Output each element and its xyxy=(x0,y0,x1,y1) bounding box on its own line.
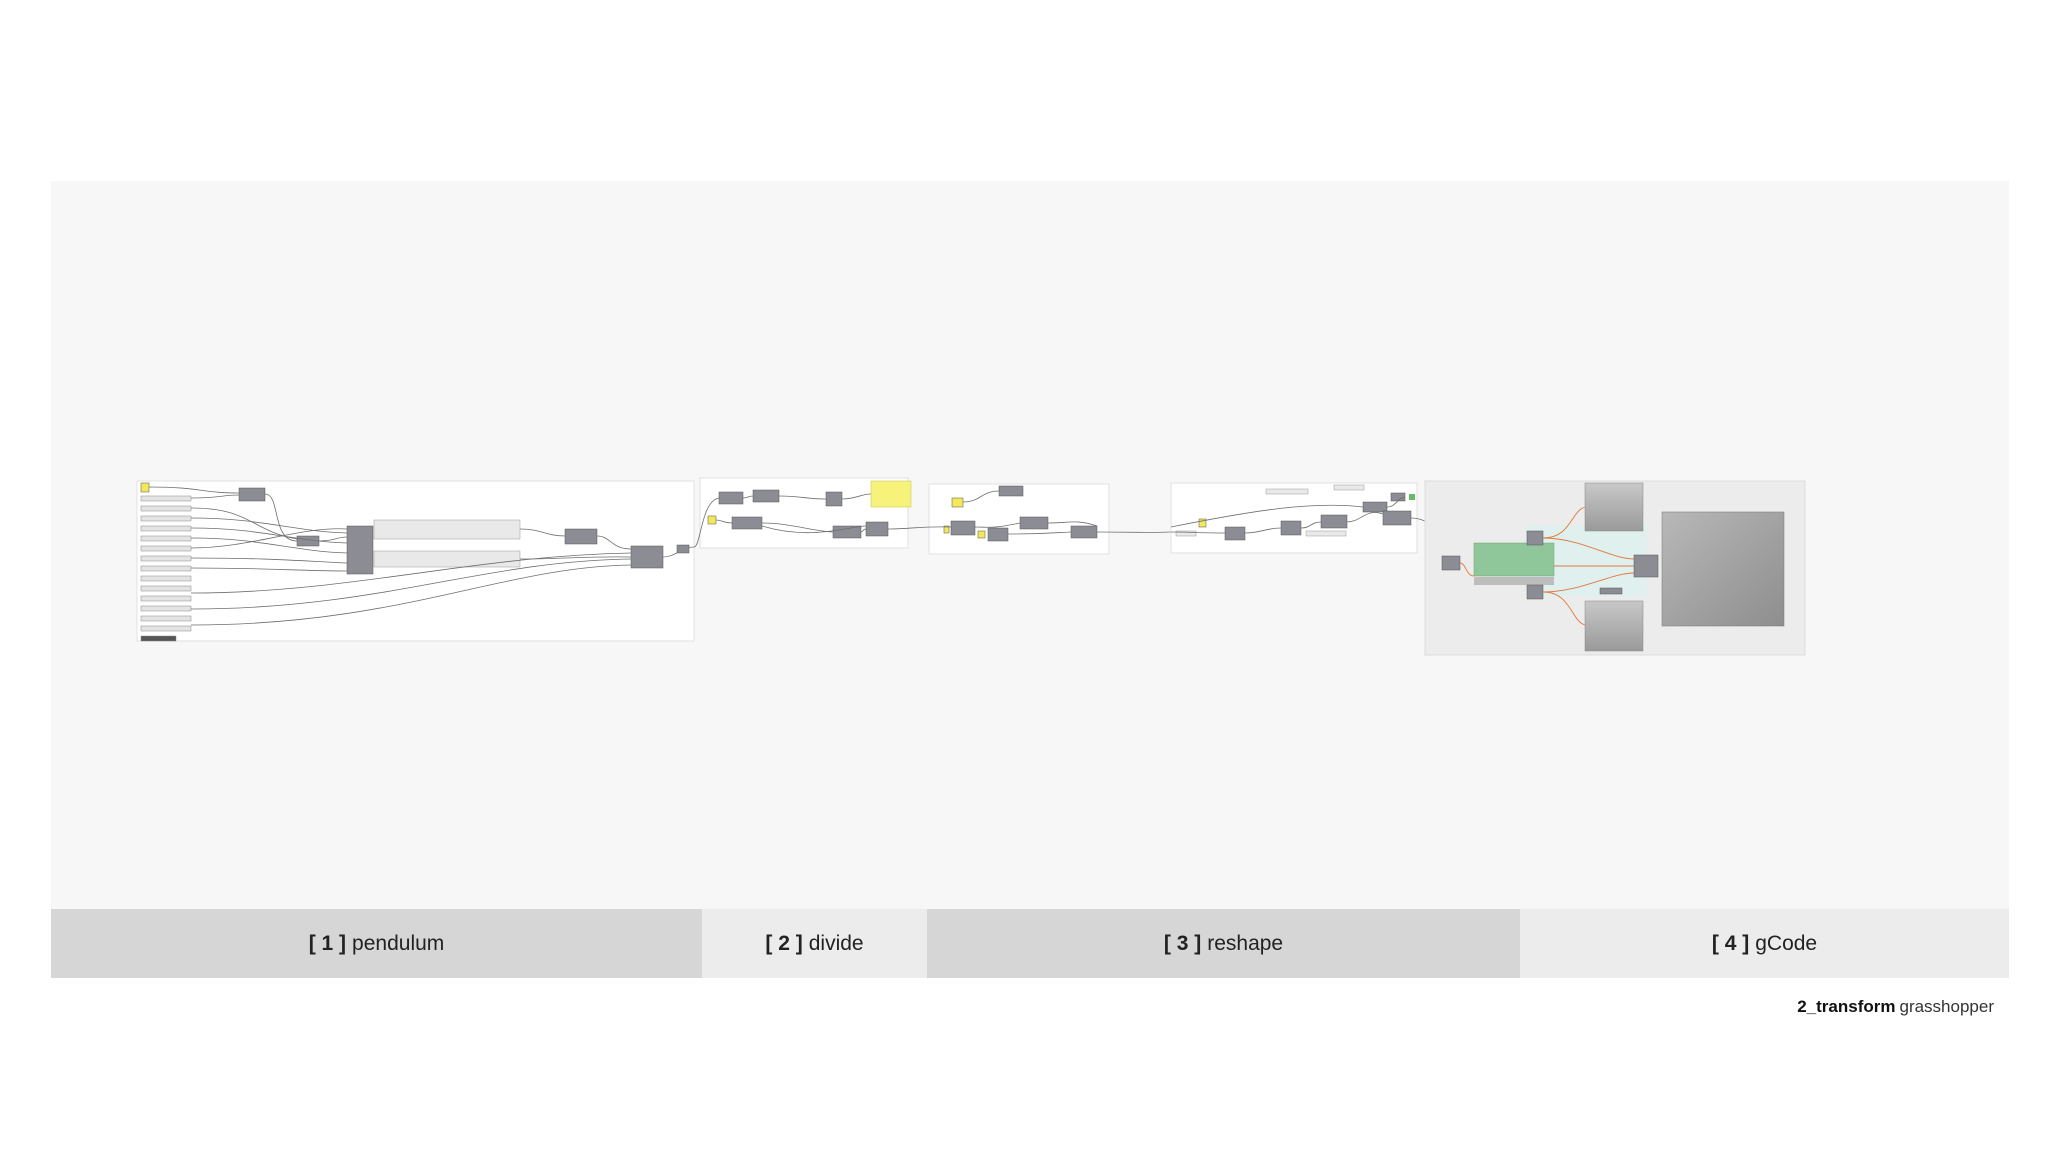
group-divide[interactable] xyxy=(676,477,912,554)
caption-title: 2_transform xyxy=(1797,997,1896,1016)
wires-reshape-a xyxy=(887,490,1172,535)
expression-panel[interactable] xyxy=(373,550,521,568)
group-pendulum[interactable] xyxy=(136,480,695,642)
gcode-preview-top[interactable] xyxy=(1584,482,1644,532)
wires-gcode xyxy=(1459,506,1635,626)
boolean-toggle[interactable] xyxy=(943,525,950,534)
section-gcode[interactable]: [ 4 ] gCode xyxy=(1520,909,2009,978)
gcode-preview-bottom[interactable] xyxy=(1584,600,1644,652)
group-reshape-a[interactable] xyxy=(887,483,1172,555)
boolean-toggle[interactable] xyxy=(707,515,717,525)
boolean-toggle[interactable] xyxy=(140,482,150,493)
section-reshape[interactable]: [ 3 ] reshape xyxy=(927,909,1520,978)
group-gcode[interactable] xyxy=(1424,480,1806,656)
components-divide[interactable] xyxy=(676,489,889,554)
gcode-green-panel[interactable] xyxy=(1473,542,1555,577)
gcode-preview-large[interactable] xyxy=(1661,511,1785,627)
section-index: [ 1 ] xyxy=(308,931,347,955)
definition-graph[interactable] xyxy=(51,181,2009,909)
section-label: divide xyxy=(808,931,864,955)
wires-pendulum xyxy=(148,486,695,626)
section-index: [ 3 ] xyxy=(1163,931,1202,955)
section-index: [ 4 ] xyxy=(1711,931,1750,955)
caption-subtitle: grasshopper xyxy=(1899,997,1994,1016)
components-pendulum[interactable] xyxy=(238,487,664,575)
section-label: gCode xyxy=(1755,931,1818,955)
boolean-toggle[interactable] xyxy=(1198,518,1207,528)
group-reshape-b[interactable] xyxy=(1170,482,1472,562)
slider-stack[interactable] xyxy=(140,495,192,642)
preview-swatch xyxy=(1409,494,1415,500)
components-reshape-b[interactable] xyxy=(1224,492,1412,541)
section-label: pendulum xyxy=(352,931,445,955)
section-index: [ 2 ] xyxy=(765,931,803,955)
section-bar: [ 1 ] pendulum [ 2 ] divide [ 3 ] reshap… xyxy=(51,909,2009,978)
section-divide[interactable]: [ 2 ] divide xyxy=(702,909,927,978)
section-pendulum[interactable]: [ 1 ] pendulum xyxy=(51,909,702,978)
panels-reshape-b[interactable] xyxy=(1175,484,1365,537)
yellow-note-panel[interactable] xyxy=(870,480,912,508)
grasshopper-canvas[interactable] xyxy=(51,181,2009,909)
gcode-panel-footer xyxy=(1474,577,1554,585)
boolean-toggle[interactable] xyxy=(977,530,986,539)
expression-panel[interactable] xyxy=(373,519,521,540)
wires-divide xyxy=(693,493,872,548)
section-label: reshape xyxy=(1207,931,1284,955)
boolean-toggle[interactable] xyxy=(951,497,964,508)
